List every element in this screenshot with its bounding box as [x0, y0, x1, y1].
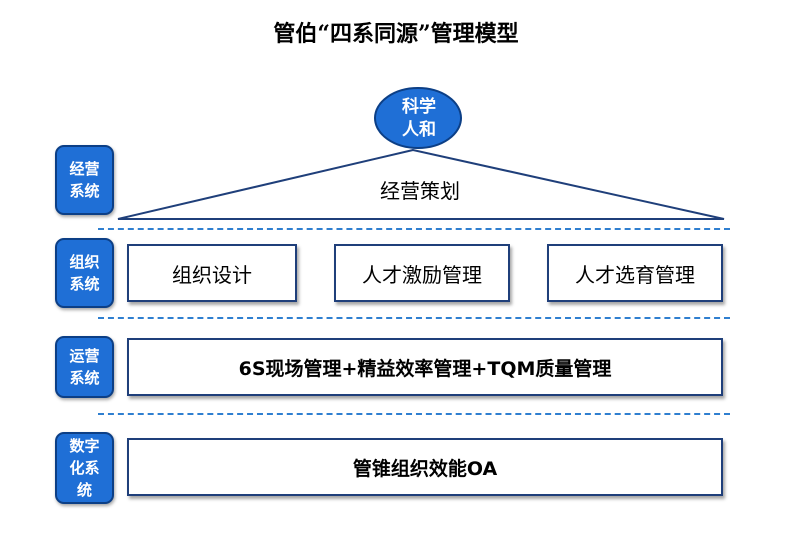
box-talent-incentive: 人才激励管理 [334, 244, 510, 302]
pyramid-label: 经营策划 [380, 179, 460, 203]
apex-label: 科学 人和 [402, 97, 436, 140]
box-digital-oa: 管锥组织效能OA [127, 438, 723, 496]
layer-divider [98, 413, 730, 415]
diagram-title: 管伯“四系同源”管理模型 [273, 21, 519, 47]
apex-oval [374, 87, 462, 149]
side-label-business: 经营 系统 [55, 145, 114, 215]
box-talent-selection: 人才选育管理 [547, 244, 723, 302]
side-label-organization: 组织 系统 [55, 238, 114, 308]
box-org-design: 组织设计 [127, 244, 297, 302]
side-label-operation: 运营 系统 [55, 336, 114, 398]
layer-divider [98, 317, 730, 319]
side-label-digital: 数字 化系 统 [55, 432, 114, 504]
box-operation-management: 6S现场管理+精益效率管理+TQM质量管理 [127, 338, 723, 396]
layer-divider [98, 228, 730, 230]
